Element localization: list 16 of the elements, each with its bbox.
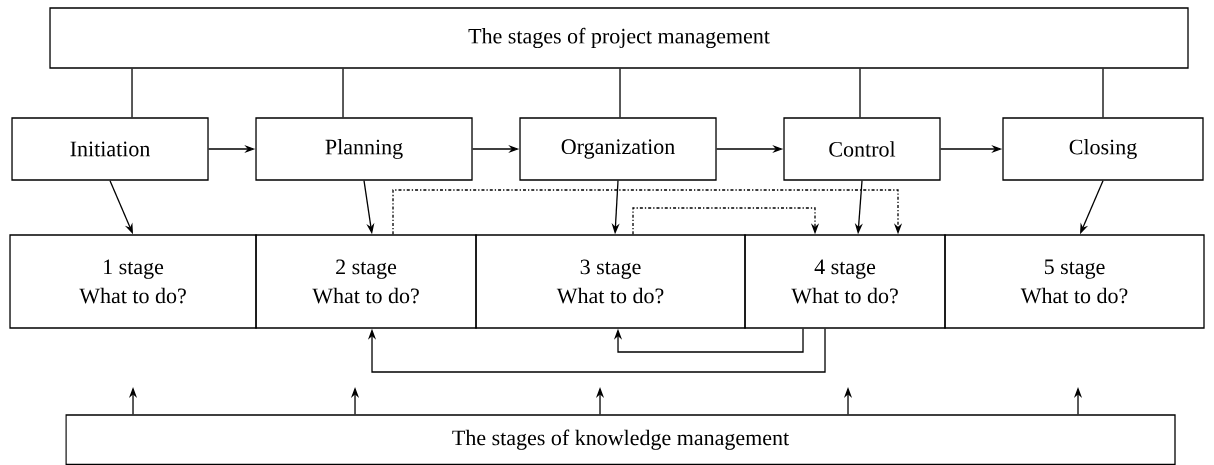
process-box: Organization bbox=[519, 117, 717, 181]
stage-box: 5 stage What to do? bbox=[944, 234, 1205, 329]
title-box: The stages of project management bbox=[49, 7, 1189, 69]
arrow bbox=[392, 189, 903, 235]
stage-box: 3 stage What to do? bbox=[475, 234, 746, 329]
stage-box: 2 stage What to do? bbox=[255, 234, 477, 329]
stage-box: 4 stage What to do? bbox=[744, 234, 946, 329]
process-box: Closing bbox=[1002, 117, 1204, 181]
title-box: The stages of knowledge management bbox=[65, 414, 1176, 465]
stage-box: 1 stage What to do? bbox=[9, 234, 257, 329]
arrow bbox=[367, 328, 826, 373]
process-box: Control bbox=[783, 117, 941, 181]
process-box: Planning bbox=[255, 117, 473, 181]
arrow bbox=[613, 328, 804, 353]
arrow bbox=[632, 207, 820, 235]
process-box: Initiation bbox=[11, 117, 209, 181]
